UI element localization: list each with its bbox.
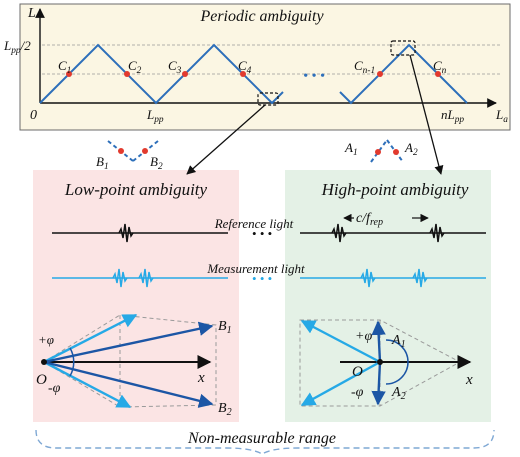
point-c4: [240, 71, 246, 77]
y-tick-label: Lpp/2: [3, 38, 31, 56]
low-x-label: x: [197, 370, 205, 386]
high-x-label: x: [465, 372, 473, 388]
point-c1: [66, 71, 72, 77]
low-phase-plus: +φ: [38, 332, 54, 347]
reference-light-label: Reference light: [214, 216, 294, 231]
point-c3: [182, 71, 188, 77]
label-a2: A2: [404, 140, 418, 158]
high-point-inset: A1 A2: [344, 139, 418, 163]
low-zoom-arrow: [186, 104, 266, 175]
reference-light-row: Reference light • • •: [52, 216, 486, 243]
high-zoom-arrow: [409, 54, 444, 175]
y-axis-label: L: [27, 6, 36, 21]
periodic-panel-background: [19, 3, 511, 131]
range-brace: [35, 429, 495, 455]
measurement-dots: • • •: [252, 271, 272, 286]
label-b1: B1: [96, 154, 109, 172]
low-origin-label: O: [36, 372, 47, 388]
reference-dots: • • •: [252, 226, 272, 241]
label-b2: B2: [150, 154, 163, 172]
high-point-panel-background: [285, 170, 491, 422]
point-a1: [375, 149, 381, 155]
point-cn: [435, 71, 441, 77]
periodic-ellipsis: • • •: [303, 69, 325, 84]
periodic-ambiguity-panel: Periodic ambiguity L Lpp/2 0 Lpp nLpp La…: [3, 3, 511, 131]
low-dashed-parallelogram: [43, 314, 217, 408]
low-point-inset: B1 B2: [96, 140, 163, 172]
high-phase-plus: +φ: [355, 329, 372, 344]
high-phase-minus: -φ: [351, 385, 364, 400]
non-measurable-range: Non-measurable range: [35, 429, 495, 455]
high-origin-label: O: [352, 364, 363, 380]
high-dashed-rhombus: [299, 319, 462, 407]
measurement-light-row: Measurement light • • •: [52, 261, 486, 288]
measurement-light-label: Measurement light: [206, 261, 305, 276]
low-point-zoom-box: [257, 92, 279, 106]
label-a1: A1: [344, 140, 358, 158]
point-b2: [142, 148, 148, 154]
origin-zero-label: 0: [30, 108, 37, 123]
high-point-zoom-box: [390, 40, 416, 56]
high-panel-title: High-point ambiguity: [321, 180, 469, 199]
low-phase-minus: -φ: [48, 381, 61, 396]
low-point-panel-background: [33, 170, 239, 422]
point-c2: [124, 71, 130, 77]
point-cn-1: [377, 71, 383, 77]
non-measurable-range-label: Non-measurable range: [187, 430, 336, 447]
point-b1: [118, 148, 124, 154]
low-panel-title: Low-point ambiguity: [64, 180, 208, 199]
periodic-panel-title: Periodic ambiguity: [199, 8, 324, 25]
point-a2: [393, 149, 399, 155]
